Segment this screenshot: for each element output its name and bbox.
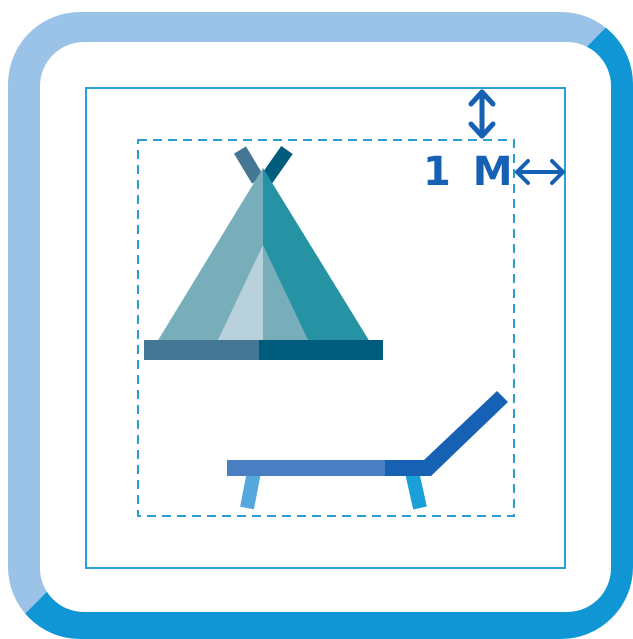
tent-door-right <box>263 245 309 342</box>
lounger-leg-right <box>405 470 427 510</box>
tent-right-side <box>263 168 370 342</box>
tent-base-left <box>144 340 260 360</box>
tent-pole-right <box>260 145 293 185</box>
horizontal-arrow-icon <box>515 159 565 185</box>
tent-base-right <box>259 340 383 360</box>
lounger-leg-left <box>240 470 261 510</box>
distance-label: 1 M <box>423 149 517 195</box>
lounger-backrest <box>385 391 508 476</box>
lounger-seat <box>227 460 387 476</box>
tent-door-left <box>217 245 263 342</box>
tent-pole-left <box>233 146 265 184</box>
outer-boundary <box>85 87 566 569</box>
vertical-arrow-icon <box>468 89 496 139</box>
tent-left-side <box>157 168 263 342</box>
tent-icon <box>144 145 383 360</box>
sun-lounger-icon <box>227 391 508 510</box>
inner-dashed-boundary <box>137 139 515 517</box>
